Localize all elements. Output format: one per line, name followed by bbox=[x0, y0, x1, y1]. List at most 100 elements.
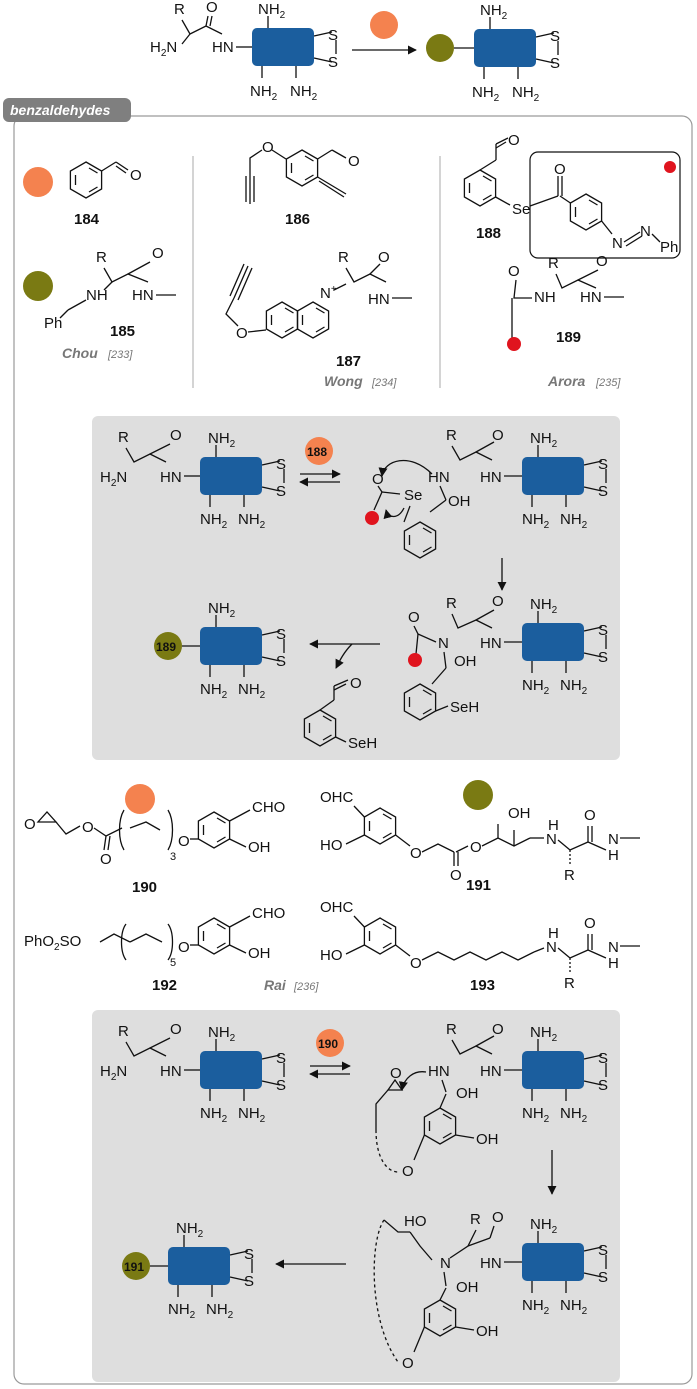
atom-label: HN bbox=[132, 287, 154, 304]
atom-label: S bbox=[598, 1077, 608, 1094]
atom-label: NH2 bbox=[208, 430, 236, 450]
atom-label: S bbox=[276, 653, 286, 670]
compound-186: O O 186 bbox=[245, 139, 360, 228]
atom-label: NH2 bbox=[522, 1297, 550, 1317]
atom-label: R bbox=[118, 1023, 129, 1040]
atom-label: HO bbox=[320, 837, 343, 854]
compound-number: 191 bbox=[466, 877, 491, 894]
atom-label: R bbox=[338, 249, 349, 266]
atom-label: S bbox=[598, 483, 608, 500]
atom-label: S bbox=[276, 456, 286, 473]
atom-label: Se bbox=[404, 487, 422, 504]
atom-label: S bbox=[276, 483, 286, 500]
atom-label: NH2 bbox=[530, 430, 558, 450]
atom-label: H bbox=[548, 925, 559, 942]
atom-label: NH2 bbox=[530, 596, 558, 616]
compound-number: 192 bbox=[152, 977, 177, 994]
atom-label: R bbox=[96, 249, 107, 266]
reference-author: Rai bbox=[264, 977, 287, 993]
atom-label: N+ bbox=[320, 284, 337, 302]
atom-label: 3 bbox=[170, 851, 176, 863]
atom-label: O bbox=[350, 675, 362, 692]
atom-label: O bbox=[178, 833, 190, 850]
badge-label: 190 bbox=[318, 1037, 338, 1051]
atom-label: O bbox=[262, 139, 274, 156]
atom-label: S bbox=[276, 1077, 286, 1094]
atom-label: O bbox=[402, 1163, 414, 1180]
atom-label: NH2 bbox=[238, 681, 266, 701]
badge-dot bbox=[154, 632, 182, 660]
atom-label: O bbox=[508, 132, 520, 149]
atom-label: 5 bbox=[170, 957, 176, 969]
atom-label: O bbox=[100, 851, 112, 868]
compound-192: PhO2SO 5 O CHO OH 192 Rai [236] bbox=[24, 905, 319, 994]
compound-number: 190 bbox=[132, 879, 157, 896]
atom-label: HN bbox=[480, 1063, 502, 1080]
atom-label: NH2 bbox=[472, 84, 500, 104]
mechanism-1: R O H2N HN NH2 S S NH2 NH2 188 R O HN HN bbox=[100, 427, 608, 752]
badge-dot bbox=[316, 1029, 344, 1057]
badge-dot bbox=[122, 1252, 150, 1280]
atom-label: R bbox=[446, 1021, 457, 1038]
acyl-dot bbox=[408, 653, 422, 667]
atom-label: H2N bbox=[150, 39, 177, 59]
atom-label: O bbox=[470, 839, 482, 856]
section-tag-label: benzaldehydes bbox=[10, 102, 111, 118]
acyl-dot bbox=[507, 337, 521, 351]
atom-label: R bbox=[548, 255, 559, 272]
product-dot bbox=[426, 34, 454, 62]
atom-label: NH2 bbox=[522, 677, 550, 697]
compound-187: R O HN N+ O 187 Wong [234] bbox=[225, 249, 412, 389]
acyl-transfer-box bbox=[529, 151, 681, 259]
atom-label: NH2 bbox=[250, 83, 278, 103]
atom-label: OH bbox=[476, 1131, 499, 1148]
atom-label: H bbox=[608, 847, 619, 864]
compound-number: 188 bbox=[476, 225, 501, 242]
atom-label: N bbox=[438, 635, 449, 652]
atom-label: PhO2SO bbox=[24, 933, 81, 953]
atom-label: NH2 bbox=[258, 1, 286, 21]
atom-label: HN bbox=[480, 1255, 502, 1272]
atom-label: OH bbox=[456, 1279, 479, 1296]
badge-label: 189 bbox=[156, 640, 176, 654]
atom-label: S bbox=[598, 456, 608, 473]
reference-author: Arora bbox=[547, 373, 586, 389]
compound-184: O 184 bbox=[23, 161, 142, 228]
atom-label: HN bbox=[428, 1063, 450, 1080]
atom-label: NH2 bbox=[560, 1297, 588, 1317]
atom-label: O bbox=[554, 161, 566, 178]
atom-label: R bbox=[564, 867, 575, 884]
atom-label: N bbox=[640, 223, 651, 240]
atom-label: O bbox=[178, 939, 190, 956]
atom-label: OHC bbox=[320, 899, 354, 916]
reference-number: [233] bbox=[107, 349, 133, 361]
atom-label: NH2 bbox=[168, 1301, 196, 1321]
reference-author: Chou bbox=[62, 345, 98, 361]
atom-label: S bbox=[598, 1269, 608, 1286]
atom-label: NH2 bbox=[560, 677, 588, 697]
compound-193: OHC HO O H N O R N H 193 bbox=[320, 899, 640, 994]
atom-label: H2N bbox=[100, 1063, 127, 1083]
atom-label: NH2 bbox=[512, 84, 540, 104]
section-tag bbox=[3, 98, 131, 122]
atom-label: O bbox=[408, 609, 420, 626]
aldehyde-dot bbox=[370, 11, 398, 39]
atom-label: O bbox=[492, 593, 504, 610]
atom-label: O bbox=[492, 1021, 504, 1038]
atom-label: NH2 bbox=[206, 1301, 234, 1321]
atom-label: S bbox=[550, 55, 560, 72]
reference-number: [234] bbox=[371, 377, 397, 389]
atom-label: N bbox=[546, 939, 557, 956]
atom-label: N bbox=[440, 1255, 451, 1272]
atom-label: NH2 bbox=[290, 83, 318, 103]
atom-label: O bbox=[170, 427, 182, 444]
atom-label: O bbox=[402, 1355, 414, 1372]
atom-label: O bbox=[492, 1209, 504, 1226]
acyl-dot bbox=[664, 161, 676, 173]
atom-label: HN bbox=[480, 469, 502, 486]
atom-label: OH bbox=[248, 945, 271, 962]
atom-label: S bbox=[598, 649, 608, 666]
compound-188: O Se 188 O N N Ph bbox=[463, 132, 681, 259]
atom-label: O bbox=[410, 955, 422, 972]
atom-label: O bbox=[170, 1021, 182, 1038]
